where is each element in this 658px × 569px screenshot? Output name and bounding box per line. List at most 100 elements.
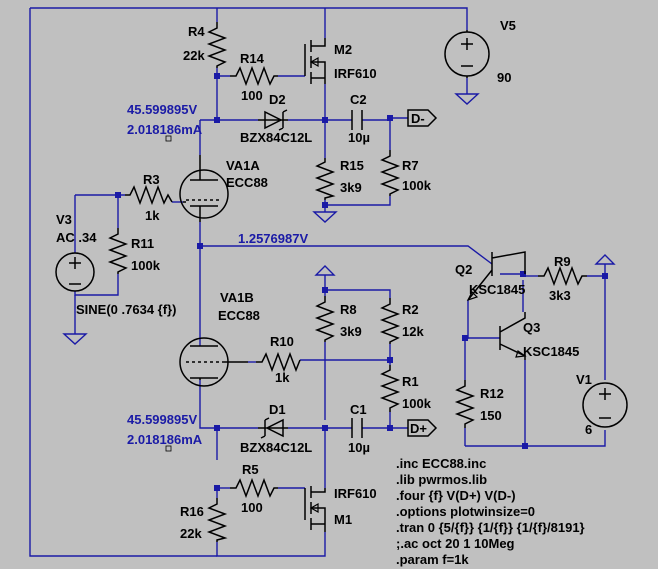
svg-text:100: 100 xyxy=(241,500,263,515)
supply-arrow-icon xyxy=(314,265,336,276)
resistor-r1[interactable]: R1 100k xyxy=(379,365,432,412)
svg-text:1k: 1k xyxy=(145,208,160,223)
svg-text:IRF610: IRF610 xyxy=(334,66,377,81)
directive-line: .inc ECC88.inc xyxy=(396,456,486,471)
current-annotation-bottom: 2.018186mA xyxy=(127,432,203,447)
svg-text:R2: R2 xyxy=(402,302,419,317)
svg-text:R4: R4 xyxy=(188,24,205,39)
svg-text:1k: 1k xyxy=(275,370,290,385)
svg-text:90: 90 xyxy=(497,70,511,85)
directive-line: ;.ac oct 20 1 10Meg xyxy=(396,536,515,551)
ground-symbol xyxy=(62,333,88,345)
svg-text:SINE(0 .7634 {f}): SINE(0 .7634 {f}) xyxy=(76,302,176,317)
svg-text:BZX84C12L: BZX84C12L xyxy=(240,440,312,455)
resistor-r7[interactable]: R7 100k xyxy=(379,150,432,196)
svg-text:100: 100 xyxy=(241,88,263,103)
mosfet-m2[interactable]: M2 IRF610 xyxy=(304,38,377,84)
voltage-source-v3[interactable]: V3 AC .34 SINE(0 .7634 {f}) xyxy=(55,212,176,317)
directive-line: .tran 0 {5/{f}} {1/{f}} {1/{f}/8191} xyxy=(396,520,585,535)
voltage-annotation-bottom: 45.599895V xyxy=(127,412,197,427)
directive-line: .four {f} V(D+) V(D-) xyxy=(396,488,516,503)
resistor-r15[interactable]: R15 3k9 xyxy=(314,158,364,200)
svg-text:C2: C2 xyxy=(350,92,367,107)
triode-va1a[interactable]: VA1A ECC88 xyxy=(179,155,268,222)
resistor-r14[interactable]: R14 100 xyxy=(230,51,278,103)
svg-text:D2: D2 xyxy=(269,92,286,107)
svg-text:R10: R10 xyxy=(270,334,294,349)
current-annotation-top: 2.018186mA xyxy=(127,122,203,137)
net-label-d-plus[interactable]: D+ xyxy=(407,419,438,437)
svg-text:V1: V1 xyxy=(576,372,592,387)
resistor-r2[interactable]: R2 12k xyxy=(379,298,424,344)
directive-line: .lib pwrmos.lib xyxy=(396,472,487,487)
svg-text:KSC1845: KSC1845 xyxy=(523,344,579,359)
svg-text:BZX84C12L: BZX84C12L xyxy=(240,130,312,145)
svg-text:R11: R11 xyxy=(131,236,154,251)
svg-text:150: 150 xyxy=(480,408,502,423)
voltage-annotation-top: 45.599895V xyxy=(127,102,197,117)
triode-va1b[interactable]: VA1B ECC88 xyxy=(179,290,260,387)
svg-text:100k: 100k xyxy=(402,396,432,411)
resistor-r5[interactable]: R5 100 xyxy=(230,462,278,515)
svg-text:D-: D- xyxy=(411,111,425,126)
svg-text:6: 6 xyxy=(585,422,592,437)
svg-text:IRF610: IRF610 xyxy=(334,486,377,501)
svg-text:C1: C1 xyxy=(350,402,367,417)
svg-text:10µ: 10µ xyxy=(348,440,370,455)
resistor-r3[interactable]: R3 1k xyxy=(125,172,173,223)
svg-text:R15: R15 xyxy=(340,158,364,173)
svg-text:R9: R9 xyxy=(554,254,571,269)
supply-arrow-icon xyxy=(594,254,616,265)
svg-text:100k: 100k xyxy=(402,178,432,193)
mosfet-m1[interactable]: IRF610 M1 xyxy=(304,486,377,532)
resistor-r12[interactable]: R12 150 xyxy=(454,380,504,428)
svg-text:10µ: 10µ xyxy=(348,130,370,145)
svg-text:R1: R1 xyxy=(402,374,419,389)
resistor-r8[interactable]: R8 3k9 xyxy=(314,296,362,342)
svg-text:100k: 100k xyxy=(131,258,161,273)
net-label-d-minus[interactable]: D- xyxy=(407,109,438,127)
transistor-q3[interactable]: Q3 KSC1845 xyxy=(499,312,579,360)
resistor-r10[interactable]: R10 1k xyxy=(256,334,301,385)
svg-text:AC .34: AC .34 xyxy=(56,230,97,245)
resistor-r4[interactable]: R4 22k xyxy=(183,22,228,68)
svg-text:ECC88: ECC88 xyxy=(226,175,268,190)
svg-text:Q3: Q3 xyxy=(523,320,540,335)
directive-line: .param f=1k xyxy=(396,552,469,567)
svg-text:M2: M2 xyxy=(334,42,352,57)
svg-text:R3: R3 xyxy=(143,172,160,187)
svg-text:D+: D+ xyxy=(410,421,427,436)
zener-diode-d1[interactable]: D1 BZX84C12L xyxy=(240,402,312,455)
svg-text:22k: 22k xyxy=(183,48,205,63)
svg-text:V5: V5 xyxy=(500,18,516,33)
svg-text:3k3: 3k3 xyxy=(549,288,571,303)
voltage-source-v5[interactable]: V5 90 xyxy=(444,18,516,85)
ground-symbol xyxy=(312,211,338,223)
svg-text:KSC1845: KSC1845 xyxy=(469,282,525,297)
voltage-source-v1[interactable]: V1 6 xyxy=(576,372,628,437)
svg-text:M1: M1 xyxy=(334,512,352,527)
svg-text:3k9: 3k9 xyxy=(340,324,362,339)
resistor-r16[interactable]: R16 22k xyxy=(180,498,228,542)
resistor-r11[interactable]: R11 100k xyxy=(107,228,161,274)
svg-text:R5: R5 xyxy=(242,462,259,477)
svg-text:22k: 22k xyxy=(180,526,202,541)
capacitor-c1[interactable]: C1 10µ xyxy=(348,402,370,455)
svg-text:VA1B: VA1B xyxy=(220,290,254,305)
ground-symbol xyxy=(454,93,480,105)
transistor-q2[interactable]: Q2 KSC1845 xyxy=(455,251,526,302)
spice-directives: .inc ECC88.inc .lib pwrmos.lib .four {f}… xyxy=(396,456,585,567)
voltage-annotation-grid: 1.2576987V xyxy=(238,231,308,246)
svg-text:R7: R7 xyxy=(402,158,419,173)
svg-text:3k9: 3k9 xyxy=(340,180,362,195)
svg-text:R14: R14 xyxy=(240,51,265,66)
resistor-r9[interactable]: R9 3k3 xyxy=(538,254,587,303)
zener-diode-d2[interactable]: D2 BZX84C12L xyxy=(240,92,312,145)
svg-text:D1: D1 xyxy=(269,402,286,417)
capacitor-c2[interactable]: C2 10µ xyxy=(348,92,370,145)
svg-text:R12: R12 xyxy=(480,386,504,401)
svg-text:VA1A: VA1A xyxy=(226,158,260,173)
svg-text:R16: R16 xyxy=(180,504,204,519)
junctions xyxy=(115,73,608,491)
